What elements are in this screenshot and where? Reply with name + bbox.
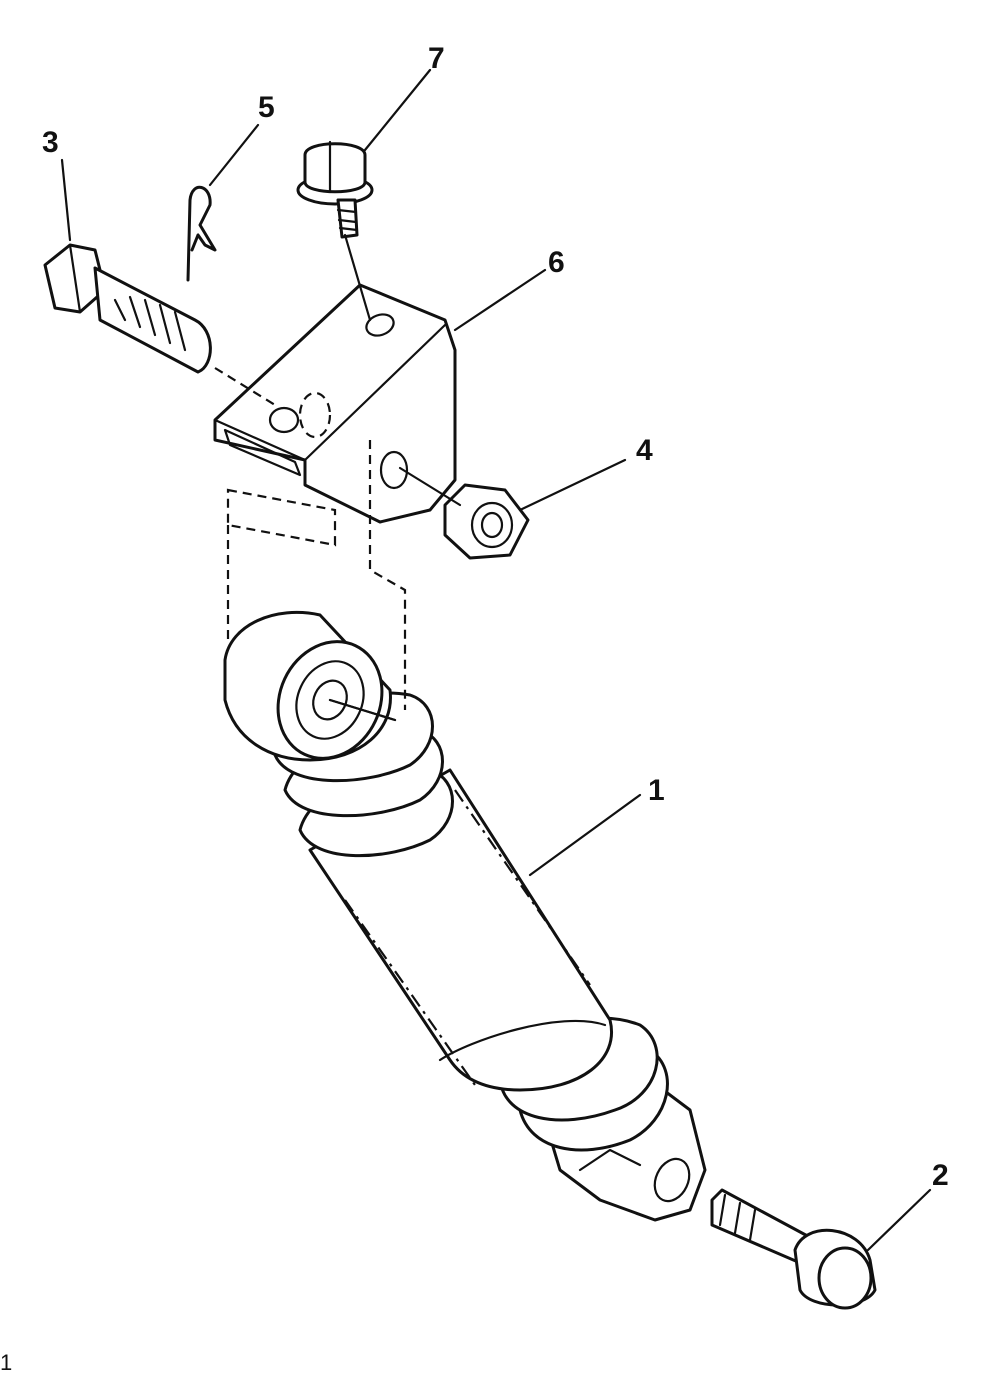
callout-1: 1: [648, 774, 665, 807]
callout-7: 7: [428, 42, 445, 75]
callout-6: 6: [548, 246, 565, 279]
part-1-shock-absorber: [223, 610, 707, 1222]
part-7-flange-bolt: [296, 140, 374, 239]
part-4-nut: [443, 483, 530, 560]
part-2-bolt: [710, 1188, 877, 1310]
part-5-clip: [186, 186, 217, 282]
callout-3: 3: [42, 126, 59, 159]
callout-labels: 1 2 3 4 5 6 7 1: [0, 42, 949, 1374]
assembly-lines: [214, 233, 462, 722]
leader-lines: [60, 68, 932, 1252]
part-6-bracket: [213, 283, 457, 710]
callout-2: 2: [932, 1159, 949, 1192]
callout-5: 5: [258, 91, 275, 124]
corner-mark: 1: [0, 1350, 12, 1374]
callout-4: 4: [636, 434, 653, 467]
part-3-bolt: [43, 243, 212, 374]
